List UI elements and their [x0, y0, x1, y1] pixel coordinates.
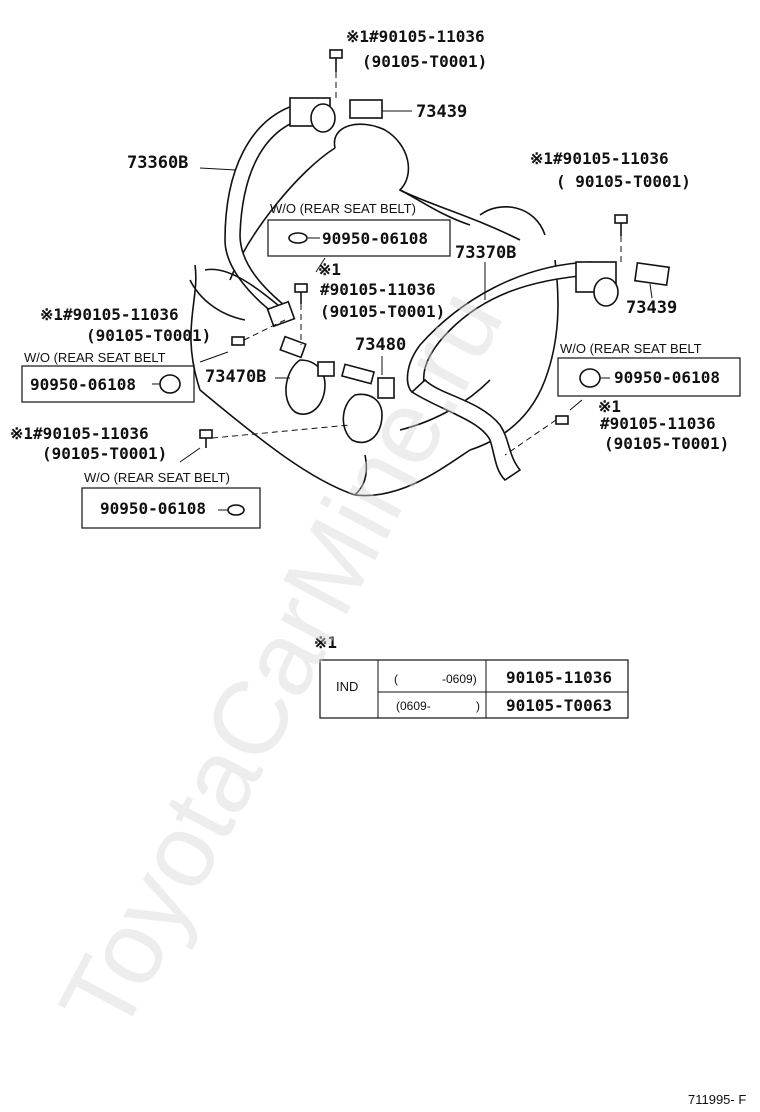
- part-73439-top: 73439: [416, 102, 467, 122]
- buckle-73480: [340, 363, 395, 444]
- footnote-row2-open: (0609-: [396, 699, 431, 713]
- bolt-icon: [231, 319, 286, 346]
- bolt-icon: [614, 214, 628, 262]
- plug-right-part: 90950-06108: [614, 368, 720, 387]
- rear-seat-outline: [189, 123, 559, 497]
- plug-center-box: [267, 219, 451, 257]
- figure-id: 711995- F: [688, 1092, 746, 1107]
- part-73470b: 73470B: [205, 367, 266, 387]
- part-73439-right: 73439: [626, 298, 677, 318]
- plug-right-box: [557, 357, 741, 397]
- bolt-left-mid-alt: (90105-T0001): [86, 326, 211, 345]
- plug-left-box: [21, 365, 195, 403]
- footnote-table: [319, 659, 629, 719]
- plug-bottom-box: [81, 487, 261, 529]
- bolt-icon: [504, 415, 569, 456]
- bolt-top-part: ※1#90105-11036: [346, 27, 485, 46]
- footnote-row2-end: ): [476, 699, 480, 713]
- footnote-region: IND: [336, 679, 358, 694]
- footnote-row1-end: -0609): [442, 672, 477, 686]
- bolt-left-mid-part: ※1#90105-11036: [40, 305, 179, 324]
- footnote-row1-part: 90105-11036: [506, 668, 612, 687]
- cover-73439-right: [633, 261, 671, 287]
- bolt-center-mark: ※1: [318, 260, 341, 279]
- bolt-icon: [199, 424, 351, 448]
- bolt-top-alt: (90105-T0001): [362, 52, 487, 71]
- bolt-left-low-alt: (90105-T0001): [42, 444, 167, 463]
- bolt-left-low-part: ※1#90105-11036: [10, 424, 149, 443]
- footnote-mark: ※1: [314, 633, 337, 652]
- bolt-center-part: #90105-11036: [320, 280, 436, 299]
- plug-left-part: 90950-06108: [30, 375, 136, 394]
- bolt-right-top-alt: ( 90105-T0001): [556, 172, 691, 191]
- plug-left-condition: W/O (REAR SEAT BELT: [24, 350, 166, 365]
- bolt-right-low-mark: ※1: [598, 397, 621, 416]
- buckle-73470b: [279, 335, 335, 415]
- bolt-right-low-alt: (90105-T0001): [604, 434, 729, 453]
- bolt-icon: [329, 49, 343, 100]
- part-73370b: 73370B: [455, 243, 516, 263]
- plug-right-condition: W/O (REAR SEAT BELT: [560, 341, 702, 356]
- footnote-row1-open: (: [394, 672, 398, 686]
- belt-73360b: [204, 97, 336, 328]
- bolt-right-top-part: ※1#90105-11036: [530, 149, 669, 168]
- plug-center-part: 90950-06108: [322, 229, 428, 248]
- plug-center-condition: W/O (REAR SEAT BELT): [270, 201, 416, 216]
- bolt-icon: [294, 283, 308, 345]
- bolt-center-alt: (90105-T0001): [320, 302, 445, 321]
- plug-icon: [159, 232, 601, 516]
- bolt-right-low-part: #90105-11036: [600, 414, 716, 433]
- belt-73370b: [406, 261, 619, 482]
- cover-73439-top: [349, 99, 383, 119]
- part-73480: 73480: [355, 335, 406, 355]
- footnote-row2-part: 90105-T0063: [506, 696, 612, 715]
- plug-bottom-condition: W/O (REAR SEAT BELT): [84, 470, 230, 485]
- plug-bottom-part: 90950-06108: [100, 499, 206, 518]
- part-73360b: 73360B: [127, 153, 188, 173]
